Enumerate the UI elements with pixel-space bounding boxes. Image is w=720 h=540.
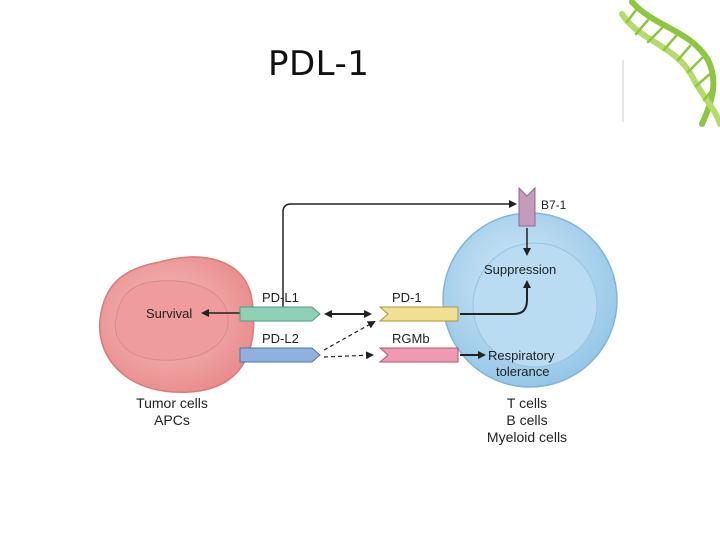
t-cells-caption: T cells: [507, 395, 547, 411]
tumor-cells-caption: Tumor cells: [136, 395, 208, 411]
myeloid-cells-caption: Myeloid cells: [487, 429, 567, 445]
tumor-cell: [98, 256, 255, 393]
b7-1-receptor: [518, 186, 536, 227]
pd-l1-to-b7-1-arrow: [282, 200, 517, 308]
suppression-label: Suppression: [484, 262, 556, 277]
pd-1-label: PD-1: [392, 290, 422, 305]
respiratory-tolerance-label-line1: Respiratory: [488, 348, 555, 363]
slide-title: PDL-1: [268, 44, 370, 84]
apcs-caption: APCs: [154, 412, 190, 428]
dna-helix-icon: [619, 0, 720, 127]
pd-l2-label: PD-L2: [262, 331, 299, 346]
b7-1-label: B7-1: [541, 198, 567, 212]
b-cells-caption: B cells: [506, 412, 547, 428]
survival-label: Survival: [146, 306, 192, 321]
pd-1-receptor: [378, 306, 459, 322]
pd-l1-ligand: [239, 306, 321, 322]
rgmb-label: RGMb: [392, 331, 430, 346]
pd-1-to-suppression-arrow: [460, 280, 531, 315]
pd-l2-ligand: [239, 347, 321, 363]
pd-l2-to-pd-1-arrow: [323, 321, 376, 351]
rgmb-receptor: [378, 347, 459, 363]
pd-l2-to-rgmb-arrow: [323, 351, 374, 360]
respiratory-tolerance-label-line2: tolerance: [496, 364, 549, 379]
pd-l1-label: PD-L1: [262, 290, 299, 305]
